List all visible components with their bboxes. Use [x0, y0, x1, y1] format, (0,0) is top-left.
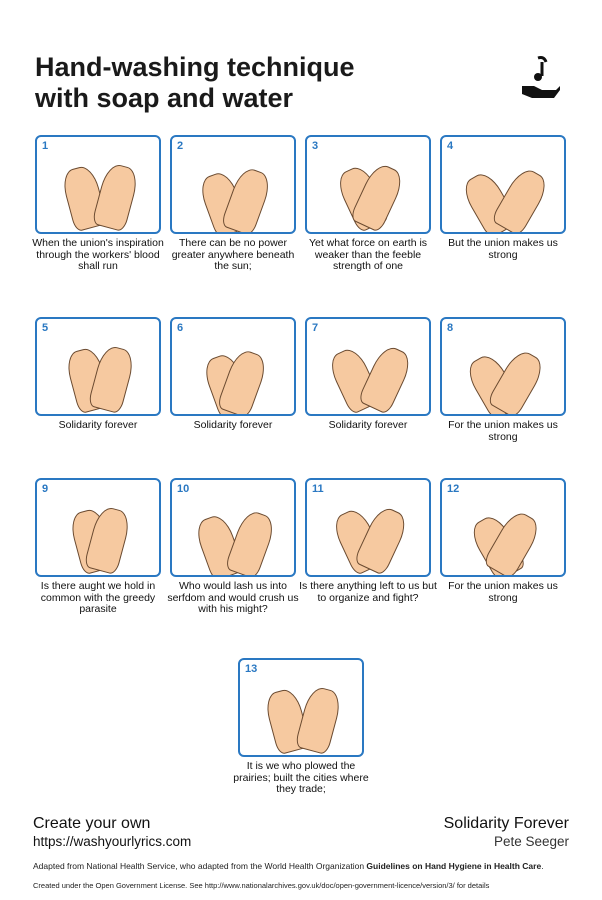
step-11-illustration: 11	[305, 478, 431, 577]
step-7-illustration: 7	[305, 317, 431, 416]
step-9-illustration: 9	[35, 478, 161, 577]
guidelines-title: Guidelines on Hand Hygiene in Health Car…	[366, 861, 542, 871]
step-11-caption: Is there anything left to us but to orga…	[299, 580, 437, 604]
step-5-caption: Solidarity forever	[58, 419, 138, 431]
step-number: 4	[447, 140, 454, 152]
right-hand-icon	[294, 684, 344, 755]
step-6-illustration: 6	[170, 317, 296, 416]
right-hand-icon	[220, 165, 274, 232]
step-number: 1	[42, 140, 49, 152]
step-2-caption: There can be no power greater anywhere b…	[171, 237, 295, 272]
attribution-prefix: Adapted from National Health Service, wh…	[33, 861, 367, 871]
step-2-illustration: 2	[170, 135, 296, 234]
step-number: 7	[312, 322, 319, 334]
step-number: 10	[177, 483, 190, 495]
step-6-caption: Solidarity forever	[193, 419, 273, 431]
step-3-caption: Yet what force on earth is weaker than t…	[308, 237, 428, 272]
step-number: 9	[42, 483, 49, 495]
step-4-illustration: 4	[440, 135, 566, 234]
step-7-caption: Solidarity forever	[328, 419, 408, 431]
step-number: 6	[177, 322, 184, 334]
step-12-illustration: 12	[440, 478, 566, 577]
page-title: Hand-washing technique with soap and wat…	[35, 52, 355, 114]
step-13-caption: It is we who plowed the prairies; built …	[233, 760, 369, 795]
title-line-2: with soap and water	[35, 83, 294, 113]
right-hand-icon	[91, 161, 141, 232]
step-number: 3	[312, 140, 319, 152]
create-your-own-label: Create your own	[33, 815, 151, 832]
step-10-caption: Who would lash us into serfdom and would…	[167, 580, 299, 615]
step-number: 11	[312, 483, 324, 495]
step-3-illustration: 3	[305, 135, 431, 234]
step-12-caption: For the union makes us strong	[448, 580, 558, 604]
step-1-caption: When the union's inspiration through the…	[32, 237, 164, 272]
step-number: 12	[447, 483, 460, 495]
license-text: Created under the Open Government Licens…	[33, 881, 490, 890]
step-10-illustration: 10	[170, 478, 296, 577]
step-number: 8	[447, 322, 454, 334]
step-number: 2	[177, 140, 184, 152]
song-artist: Pete Seeger	[493, 834, 569, 849]
step-number: 13	[245, 663, 258, 675]
step-8-illustration: 8	[440, 317, 566, 416]
step-5-illustration: 5	[35, 317, 161, 416]
attribution-period: .	[541, 861, 544, 871]
attribution-text: Adapted from National Health Service, wh…	[33, 861, 573, 871]
right-hand-icon	[224, 508, 278, 575]
title-line-1: Hand-washing technique	[35, 52, 355, 82]
step-13-illustration: 13	[238, 658, 364, 757]
step-1-illustration: 1	[35, 135, 161, 234]
hand-music-note-icon	[522, 56, 560, 98]
step-4-caption: But the union makes us strong	[448, 237, 558, 261]
website-link[interactable]: https://washyourlyrics.com	[33, 834, 192, 849]
step-number: 5	[42, 322, 49, 334]
song-title: Solidarity Forever	[443, 815, 569, 832]
step-9-caption: Is there aught we hold in common with th…	[40, 580, 156, 615]
step-8-caption: For the union makes us strong	[448, 419, 558, 443]
